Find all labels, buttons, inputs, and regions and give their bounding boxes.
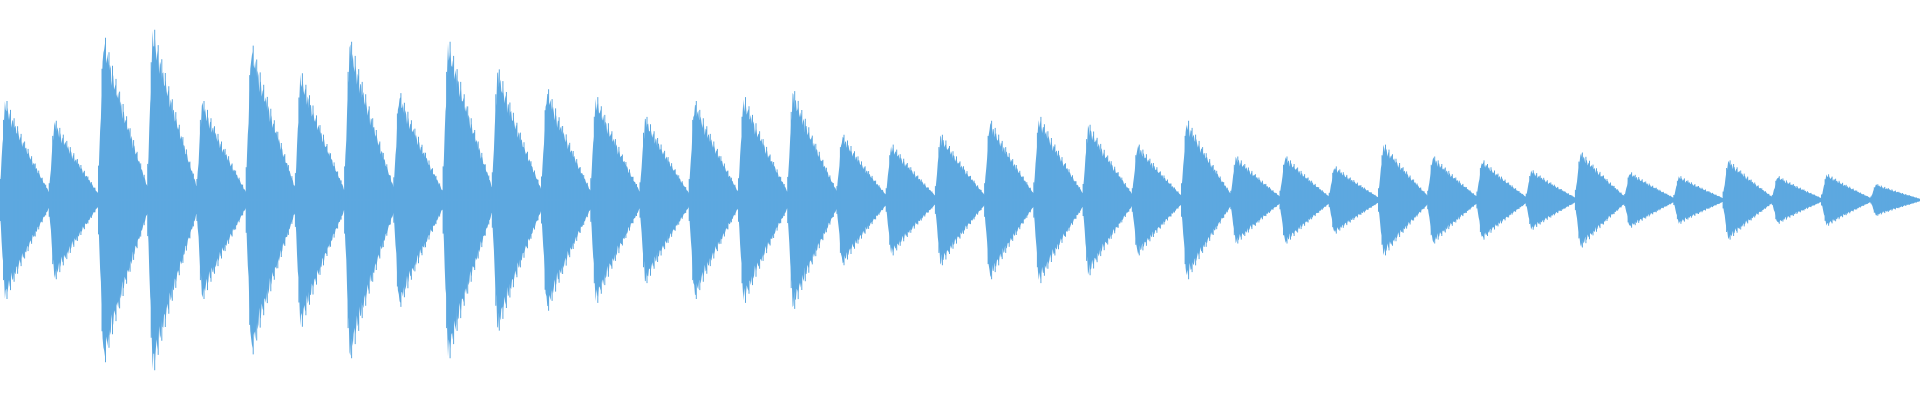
note-detail-5 — [196, 101, 244, 299]
